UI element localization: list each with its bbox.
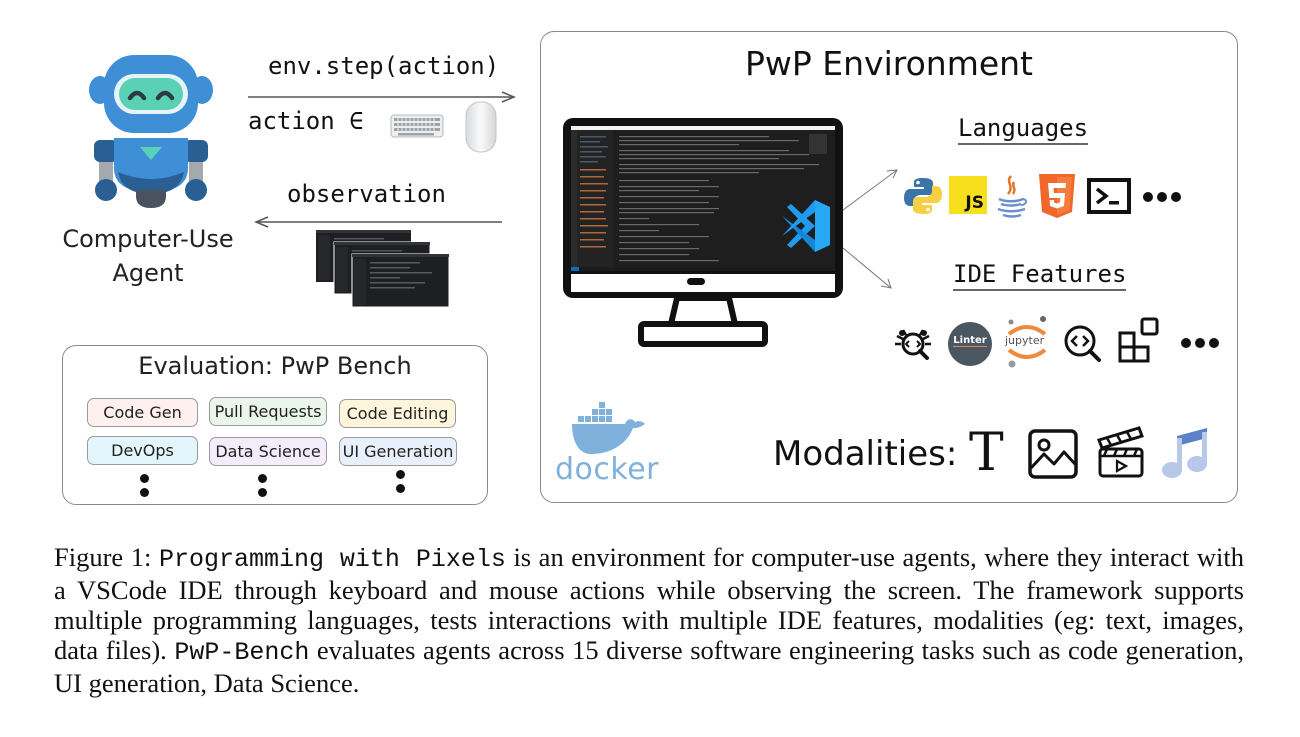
environment-panel: PwP Environment — [540, 31, 1238, 503]
video-icon — [1097, 426, 1144, 478]
extensions-icon — [1118, 317, 1159, 363]
env-step-label: env.step(action) — [268, 52, 500, 80]
task-chip-data-science: Data Science — [209, 437, 327, 466]
robot-agent-icon — [89, 55, 213, 208]
observation-label: observation — [287, 180, 446, 208]
task-chip-devops: DevOps — [87, 436, 198, 465]
observation-arrow — [254, 216, 502, 228]
agent-label: Computer-Use Agent — [50, 222, 246, 290]
ide-features-heading: IDE Features — [953, 260, 1127, 291]
audio-icon — [1162, 428, 1207, 478]
languages-icons: JS — [901, 172, 1191, 222]
connector-lines — [842, 169, 898, 289]
task-chip-pull-requests: Pull Requests — [209, 397, 327, 426]
evaluation-panel: Evaluation: PwP Bench Code Gen Pull Requ… — [62, 345, 488, 505]
agent-label-line2: Agent — [112, 259, 184, 287]
keyboard-icon — [390, 114, 444, 138]
mouse-icon — [465, 101, 497, 153]
jupyter-icon: jupyter — [1003, 314, 1051, 370]
task-chip-code-gen: Code Gen — [87, 398, 198, 427]
task-chip-code-editing: Code Editing — [339, 399, 456, 428]
action-label: action ∈ — [248, 107, 364, 135]
javascript-icon: JS — [949, 176, 987, 214]
caption-text-2: evaluates agents across 15 diverse softw… — [54, 635, 1244, 698]
image-icon — [1028, 429, 1078, 479]
linter-icon: Linter — [948, 322, 992, 366]
environment-title: PwP Environment — [745, 44, 1033, 83]
agent-label-line1: Computer-Use — [62, 225, 234, 253]
debugger-icon — [895, 329, 931, 360]
caption-prefix: Figure 1: — [54, 542, 159, 572]
code-search-icon — [1064, 325, 1101, 362]
docker-whale-icon — [572, 402, 645, 454]
caption-project-name: Programming with Pixels — [158, 545, 506, 574]
docker-label: docker — [555, 452, 659, 487]
ide-features-icons: Linter jupyter — [891, 314, 1219, 370]
java-icon — [997, 175, 1027, 218]
python-icon — [904, 178, 942, 214]
html5-icon — [1039, 174, 1075, 218]
task-chip-ui-generation: UI Generation — [339, 437, 457, 466]
text-icon: T — [969, 423, 1004, 483]
action-arrow — [248, 91, 516, 103]
figure-caption: Figure 1: Programming with Pixels is an … — [54, 542, 1244, 698]
terminal-icon — [1087, 178, 1131, 214]
vscode-logo-icon — [782, 200, 830, 252]
caption-text-1: is an environment for computer-use agent… — [54, 542, 1244, 665]
observation-screenshots-icon — [316, 230, 450, 308]
modalities-label: Modalities: — [773, 434, 958, 474]
monitor-vscode-screen — [563, 118, 843, 347]
caption-bench-name: PwP-Bench — [174, 638, 310, 667]
languages-heading: Languages — [958, 114, 1089, 145]
evaluation-title: Evaluation: PwP Bench — [138, 352, 412, 380]
